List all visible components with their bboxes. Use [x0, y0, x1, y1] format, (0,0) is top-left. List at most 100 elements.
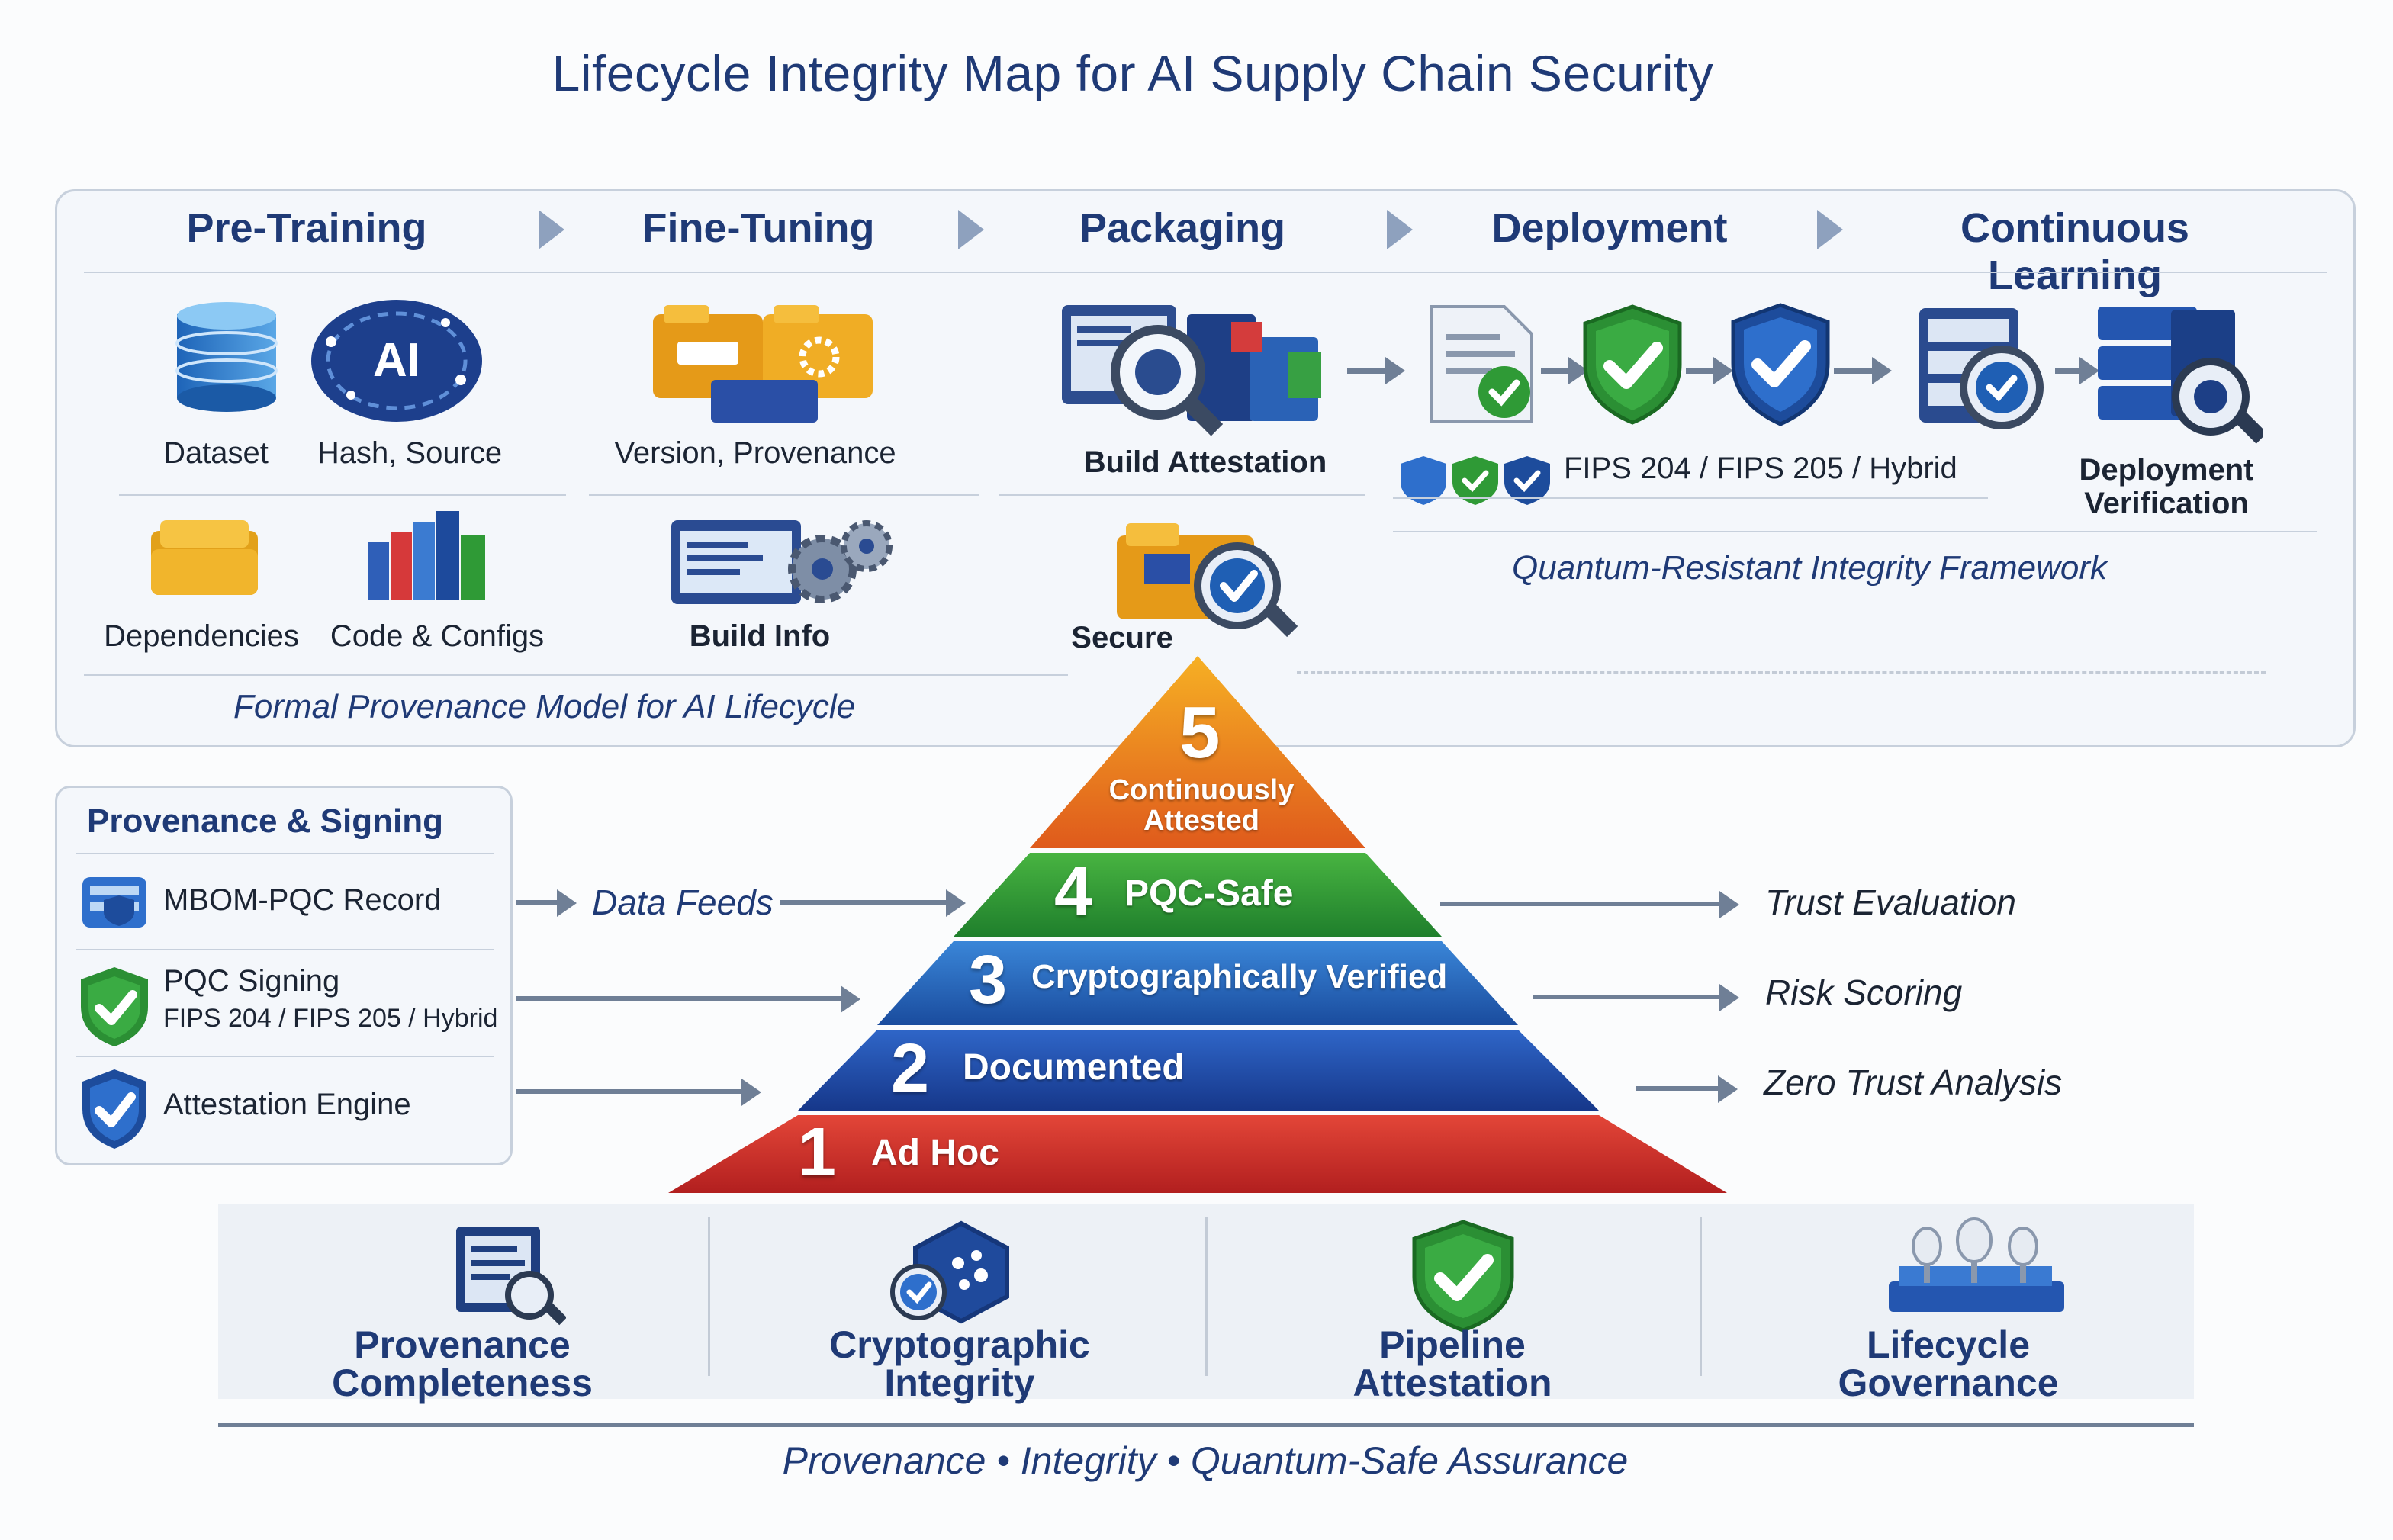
level-5-label: Continuously Attested [1108, 774, 1295, 837]
metric-provenance-completeness: Provenance Completeness [332, 1323, 593, 1404]
arrow-icon [516, 889, 577, 917]
panel-title: Provenance & Signing [87, 802, 443, 840]
pyramid-level-3 [877, 941, 1518, 1025]
label-deployment-verification: Deployment Verification [2079, 453, 2254, 520]
metric-cryptographic-integrity: Cryptographic Integrity [829, 1323, 1090, 1404]
label-version-provenance: Version, Provenance [614, 436, 896, 470]
divider [76, 853, 494, 854]
stage-fine-tuning: Fine-Tuning [642, 205, 875, 251]
divider [84, 674, 1068, 676]
build-attestation-icon [1062, 305, 1321, 436]
stage-deployment: Deployment [1491, 205, 1728, 251]
stage-pre-training: Pre-Training [186, 205, 427, 251]
provenance-model-caption: Formal Provenance Model for AI Lifecycle [233, 688, 856, 725]
bottom-rule [218, 1423, 2194, 1427]
divider [119, 494, 566, 496]
divider [1393, 531, 2317, 532]
level-2-number: 2 [891, 1030, 930, 1107]
ai-badge: AI [373, 334, 420, 387]
level-1-label: Ad Hoc [871, 1133, 999, 1173]
output-risk-scoring: Risk Scoring [1765, 973, 1963, 1012]
arrow-icon [1533, 984, 1739, 1011]
output-trust-evaluation: Trust Evaluation [1765, 883, 2016, 922]
document-check-icon [1430, 305, 1533, 423]
divider [76, 1056, 494, 1057]
separator [1205, 1217, 1208, 1376]
page-title: Lifecycle Integrity Map for AI Supply Ch… [552, 45, 1714, 101]
level-1-number: 1 [798, 1114, 837, 1191]
build-gears-icon [671, 520, 893, 604]
level-4-label: PQC-Safe [1124, 873, 1294, 914]
label-dataset: Dataset [163, 436, 269, 470]
attestation-engine-label: Attestation Engine [163, 1088, 411, 1121]
blue-shield-check-icon [1731, 303, 1830, 426]
shield-trio-icon [1401, 456, 1550, 505]
stage-arrow-icon [958, 210, 984, 249]
label-fips: FIPS 204 / FIPS 205 / Hybrid [1564, 452, 1957, 485]
label-build-attestation: Build Attestation [1083, 445, 1327, 479]
deployment-server-icon [2098, 307, 2263, 444]
level-4-number: 4 [1054, 854, 1093, 930]
pyramid-level-2 [798, 1030, 1599, 1111]
pipeline-shield-icon [1412, 1220, 1514, 1333]
arrow-icon [516, 1079, 761, 1106]
metric-lifecycle-governance: Lifecycle Governance [1838, 1323, 2059, 1404]
lifecycle-panel [55, 189, 2356, 747]
separator [1700, 1217, 1702, 1376]
pqc-signing-sub: FIPS 204 / FIPS 205 / Hybrid [163, 1004, 498, 1033]
metric-pipeline-attestation: Pipeline Attestation [1352, 1323, 1552, 1404]
arrow-icon [1440, 891, 1739, 918]
level-2-label: Documented [963, 1047, 1185, 1088]
mbom-label: MBOM-PQC Record [163, 883, 442, 917]
output-zero-trust: Zero Trust Analysis [1764, 1063, 2063, 1102]
flow-arrow-icon [1347, 357, 1405, 384]
mbom-record-icon [82, 877, 146, 928]
level-3-number: 3 [969, 942, 1008, 1018]
divider [999, 494, 1365, 496]
footer-tagline: Provenance • Integrity • Quantum-Safe As… [782, 1439, 1629, 1482]
stage-arrow-icon [1817, 210, 1843, 249]
pqc-signing-shield-icon [81, 967, 148, 1046]
ai-globe-icon: AI [311, 300, 482, 422]
pyramid-level-5 [1030, 656, 1365, 848]
crypto-integrity-icon [890, 1220, 1009, 1324]
label-code-configs: Code & Configs [330, 619, 545, 653]
stage-arrow-icon [1387, 210, 1413, 249]
secure-folder-icon [1117, 523, 1298, 638]
divider [589, 494, 979, 496]
flow-arrow-icon [1686, 357, 1733, 384]
label-dependencies: Dependencies [104, 619, 299, 653]
server-verify-icon [1919, 308, 2044, 429]
pyramid-level-1 [668, 1115, 1727, 1193]
governance-icon [1889, 1217, 2064, 1312]
level-5-number: 5 [1179, 692, 1221, 773]
label-secure: Secure [1071, 621, 1173, 654]
level-3-label: Cryptographically Verified [1031, 958, 1448, 995]
data-feeds-label: Data Feeds [592, 883, 774, 922]
version-folders-icon [653, 305, 873, 423]
label-hash-source: Hash, Source [317, 436, 503, 470]
arrow-icon [1636, 1075, 1738, 1103]
pyramid-level-4 [954, 853, 1442, 937]
green-shield-check-icon [1583, 304, 1682, 425]
label-build-info: Build Info [689, 619, 831, 653]
arrow-icon [780, 889, 966, 917]
framework-caption: Quantum-Resistant Integrity Framework [1512, 549, 2108, 587]
flow-arrow-icon [2055, 357, 2099, 384]
flow-arrow-icon [1541, 357, 1588, 384]
folder-stack-icon [151, 520, 258, 595]
stage-arrow-icon [539, 210, 564, 249]
attestation-shield-icon [82, 1069, 146, 1149]
database-icon [175, 302, 278, 412]
pqc-signing-label: PQC Signing [163, 964, 340, 998]
divider [1393, 497, 1988, 499]
provenance-document-icon [456, 1227, 566, 1326]
code-books-icon [368, 511, 485, 600]
divider [76, 949, 494, 950]
flow-arrow-icon [1834, 357, 1892, 384]
stage-continuous-learning: Continuous Learning [1960, 205, 2189, 298]
separator [708, 1217, 710, 1376]
dashed-divider [1297, 671, 2266, 674]
arrow-icon [516, 985, 860, 1013]
maturity-pyramid [668, 656, 1727, 1193]
